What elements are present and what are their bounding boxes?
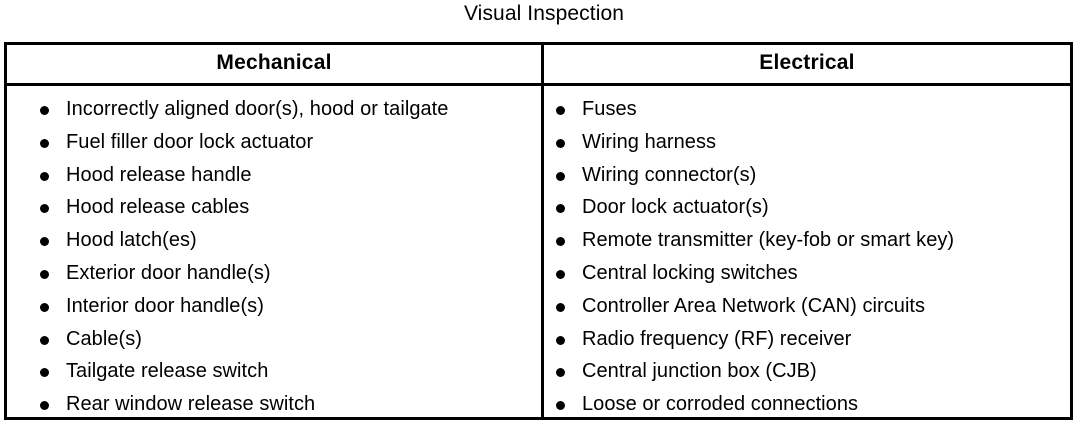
visual-inspection-table: Mechanical Electrical Incorrectly aligne… — [4, 42, 1073, 420]
table-body-row: Incorrectly aligned door(s), hood or tai… — [7, 86, 1070, 417]
list-item-label: Rear window release switch — [66, 393, 316, 416]
list-item-label: Door lock actuator(s) — [582, 196, 769, 219]
bullet-icon — [40, 138, 49, 148]
list-item-label: Loose or corroded connections — [582, 393, 859, 416]
list-item: Cable(s) — [40, 323, 448, 356]
bullet-icon — [556, 401, 565, 411]
bullet-icon — [40, 171, 49, 181]
electrical-list: Fuses Wiring harness Wiring connector(s) — [556, 93, 954, 421]
list-item-label: Hood release cables — [66, 196, 250, 219]
bullet-icon — [40, 401, 49, 411]
list-item: Door lock actuator(s) — [556, 191, 954, 224]
list-item-label: Wiring connector(s) — [582, 163, 757, 186]
list-item: Hood release handle — [40, 159, 448, 192]
list-item-label: Interior door handle(s) — [66, 294, 264, 317]
bullet-icon — [556, 171, 565, 181]
list-item: Fuel filler door lock actuator — [40, 126, 448, 159]
list-item: Hood release cables — [40, 191, 448, 224]
list-item-label: Hood release handle — [66, 163, 252, 186]
list-item: Central locking switches — [556, 257, 954, 290]
bullet-icon — [556, 269, 565, 279]
list-item: Central junction box (CJB) — [556, 355, 954, 388]
list-item: Remote transmitter (key-fob or smart key… — [556, 224, 954, 257]
bullet-icon — [556, 302, 565, 312]
bullet-icon — [40, 106, 49, 115]
list-item: Tailgate release switch — [40, 355, 448, 388]
list-item: Loose or corroded connections — [556, 388, 954, 421]
table-inner: Mechanical Electrical Incorrectly aligne… — [7, 45, 1070, 417]
bullet-icon — [556, 106, 565, 115]
list-item-label: Cable(s) — [66, 327, 142, 350]
list-item-label: Wiring harness — [582, 130, 717, 153]
list-item: Controller Area Network (CAN) circuits — [556, 290, 954, 323]
list-item: Wiring harness — [556, 126, 954, 159]
list-item-label: Radio frequency (RF) receiver — [582, 327, 852, 350]
list-item-label: Central junction box (CJB) — [582, 360, 817, 383]
column-body-mechanical: Incorrectly aligned door(s), hood or tai… — [7, 86, 544, 417]
page-title: Visual Inspection — [463, 2, 625, 25]
list-item: Fuses — [556, 93, 954, 126]
bullet-icon — [556, 237, 565, 247]
table-header-row: Mechanical Electrical — [7, 45, 1070, 86]
list-item: Exterior door handle(s) — [40, 257, 448, 290]
bullet-icon — [40, 204, 49, 214]
bullet-icon — [556, 335, 565, 345]
column-header-mechanical: Mechanical — [7, 45, 544, 83]
bullet-icon — [40, 335, 49, 345]
bullet-icon — [556, 204, 565, 214]
list-item-label: Fuel filler door lock actuator — [66, 130, 314, 153]
bullet-icon — [556, 138, 565, 148]
list-item: Rear window release switch — [40, 388, 448, 421]
list-item-label: Fuses — [582, 98, 637, 120]
list-item: Radio frequency (RF) receiver — [556, 323, 954, 356]
bullet-icon — [40, 237, 49, 247]
bullet-icon — [556, 368, 565, 378]
bullet-icon — [40, 302, 49, 312]
list-item-label: Exterior door handle(s) — [66, 261, 271, 284]
bullet-icon — [40, 368, 49, 378]
bullet-icon — [40, 269, 49, 279]
list-item-label: Incorrectly aligned door(s), hood or tai… — [66, 98, 449, 120]
column-header-electrical: Electrical — [759, 51, 855, 74]
list-item-label: Controller Area Network (CAN) circuits — [582, 294, 926, 317]
list-item: Incorrectly aligned door(s), hood or tai… — [40, 93, 448, 126]
list-item: Interior door handle(s) — [40, 290, 448, 323]
list-item-label: Hood latch(es) — [66, 229, 197, 252]
mechanical-list: Incorrectly aligned door(s), hood or tai… — [40, 93, 448, 421]
list-item: Wiring connector(s) — [556, 159, 954, 192]
column-body-electrical: Fuses Wiring harness Wiring connector(s) — [544, 86, 1070, 417]
list-item: Hood latch(es) — [40, 224, 448, 257]
list-item-label: Central locking switches — [582, 261, 798, 284]
list-item-label: Remote transmitter (key-fob or smart key… — [582, 229, 955, 252]
list-item-label: Tailgate release switch — [66, 360, 269, 383]
